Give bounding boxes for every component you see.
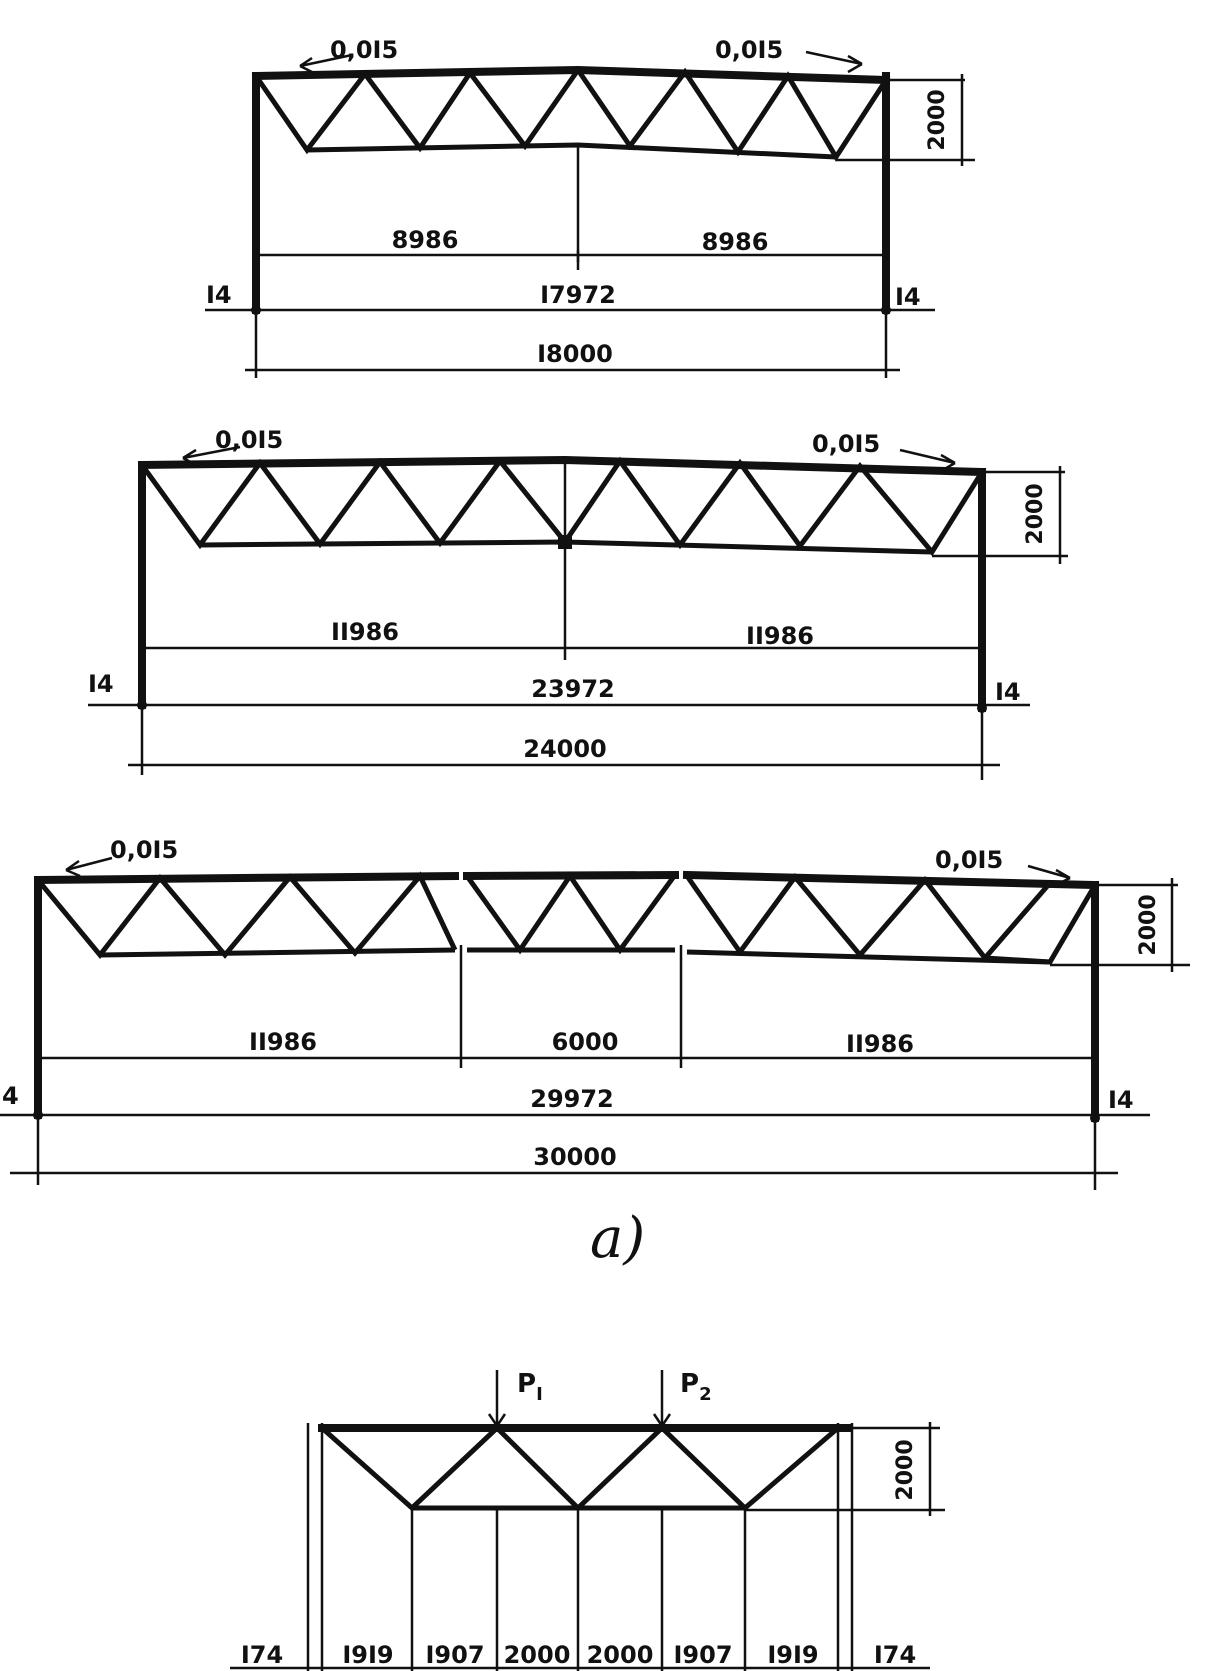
slope-label-left: 0,0I5 xyxy=(110,836,178,864)
support-right-label: I4 xyxy=(995,678,1021,706)
panel-label: I74 xyxy=(874,1641,916,1669)
bottom-chord xyxy=(306,142,837,160)
slope-label-right: 0,0I5 xyxy=(812,430,880,458)
panel-label: I9I9 xyxy=(342,1641,393,1669)
center-node xyxy=(558,535,572,549)
clear-span-label: 23972 xyxy=(531,675,615,703)
part-right-label: II986 xyxy=(846,1030,914,1058)
half-right-label: 8986 xyxy=(702,228,769,256)
panel-label: 2000 xyxy=(587,1641,654,1669)
truss-24m: 0,0I5 0,0I5 2000 II986 II986 23972 I4 I4… xyxy=(88,426,1068,780)
support-left-label: I4 xyxy=(88,670,114,698)
slope-label-left: 0,0I5 xyxy=(330,36,398,64)
support-right-label: I4 xyxy=(895,283,921,311)
support-left-label: 4 xyxy=(2,1082,19,1110)
half-left-label: 8986 xyxy=(392,226,459,254)
slope-arrow-left xyxy=(182,445,241,467)
panel-label: I907 xyxy=(673,1641,732,1669)
web-members-left xyxy=(36,871,458,959)
top-chord-right xyxy=(682,870,1100,890)
half-right-label: II986 xyxy=(746,622,814,650)
span-label: I8000 xyxy=(537,340,613,368)
span-label: 30000 xyxy=(533,1143,617,1171)
web-members-right xyxy=(684,872,1096,962)
clear-span-label: 29972 xyxy=(530,1085,614,1113)
slope-label-left: 0,0I5 xyxy=(215,426,283,454)
slope-arrow-right xyxy=(899,448,956,473)
slope-arrow-left xyxy=(65,856,113,878)
bottom-chord-left xyxy=(99,947,456,958)
truss-18m: 0,0I5 0,0I5 2000 8986 8986 I7972 I4 I4 I… xyxy=(205,36,975,378)
slope-label-right: 0,0I5 xyxy=(935,846,1003,874)
web-members xyxy=(320,1424,840,1512)
support-right-label: I4 xyxy=(1108,1086,1134,1114)
load-label-p1: PI xyxy=(517,1369,543,1405)
part-left-label: II986 xyxy=(249,1028,317,1056)
support-left-label: I4 xyxy=(206,281,232,309)
panel-label: 2000 xyxy=(504,1641,571,1669)
end-panel xyxy=(984,883,1098,965)
load-arrow-p2-head xyxy=(652,1413,672,1429)
height-label: 2000 xyxy=(1136,894,1161,955)
load-arrow-p1-head xyxy=(487,1413,507,1429)
slope-arrow-right xyxy=(805,50,863,74)
panel-label: I74 xyxy=(241,1641,283,1669)
truss-load-scheme: PI P2 2000 I74 I9I9 I907 2000 2000 I907 … xyxy=(230,1369,945,1671)
span-label: 24000 xyxy=(523,735,607,763)
caption-a: a) xyxy=(590,1206,645,1271)
height-label: 2000 xyxy=(1023,483,1048,544)
slope-label-right: 0,0I5 xyxy=(715,36,783,64)
part-mid-label: 6000 xyxy=(552,1028,619,1056)
web-members xyxy=(253,65,889,162)
height-label: 2000 xyxy=(925,89,950,150)
half-left-label: II986 xyxy=(331,618,399,646)
clear-span-label: I7972 xyxy=(540,281,616,309)
load-label-p2: P2 xyxy=(680,1369,712,1405)
top-chord-left xyxy=(33,871,460,885)
panel-label: I9I9 xyxy=(767,1641,818,1669)
panel-label: I907 xyxy=(425,1641,484,1669)
height-label: 2000 xyxy=(893,1439,918,1500)
slope-arrow-left xyxy=(299,53,353,74)
slope-arrow-right xyxy=(1027,864,1071,887)
web-members-mid xyxy=(464,871,678,955)
truss-30m: 0,0I5 0,0I5 2000 II986 6000 II986 29972 … xyxy=(0,836,1190,1190)
